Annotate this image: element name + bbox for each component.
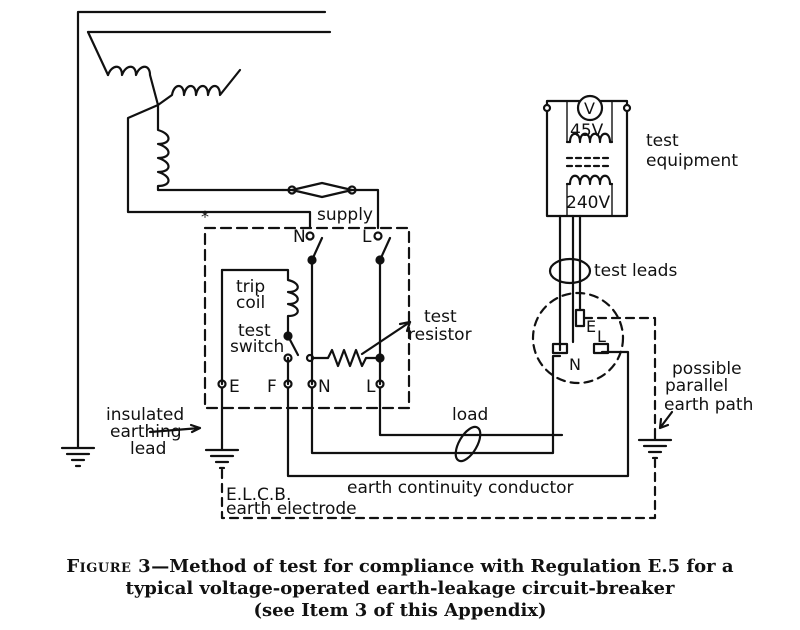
test-resistor — [305, 320, 412, 368]
figure-caption: Figure 3—Method of test for compliance w… — [0, 556, 800, 622]
label-insulated-1: insulated — [106, 405, 184, 425]
label-n-top: N — [293, 227, 306, 247]
elcb-main-contacts — [305, 231, 392, 386]
caption-line-3: (see Item 3 of this Appendix) — [0, 600, 800, 622]
label-earth-continuity: earth continuity conductor — [347, 478, 574, 498]
label-test-switch-2: switch — [230, 337, 284, 357]
label-l-top: L — [362, 227, 372, 247]
label-test-equipment-1: test — [646, 131, 679, 151]
elcb-terminals — [217, 350, 630, 478]
label-test-switch-1: test — [238, 321, 271, 341]
label-test-resistor-1: test — [424, 307, 457, 327]
label-term-f: F — [267, 377, 277, 397]
load-symbol — [454, 425, 482, 463]
label-socket-e: E — [586, 317, 596, 336]
label-term-n: N — [318, 377, 331, 397]
label-insulated-2: earthing — [110, 422, 182, 442]
figure-number: Figure 3 — [66, 556, 152, 577]
caption-line-2: typical voltage-operated earth-leakage c… — [0, 578, 800, 600]
label-asterisk: * — [201, 207, 209, 226]
label-240v: 240V — [566, 193, 610, 213]
caption-line-3-text: (see Item 3 of this Appendix) — [253, 600, 547, 621]
socket-outlet — [531, 291, 657, 436]
label-load: load — [452, 405, 488, 425]
label-earth-electrode: earth electrode — [226, 499, 357, 519]
label-test-equipment-2: equipment — [646, 151, 738, 171]
caption-line-1-text: —Method of test for compliance with Regu… — [151, 556, 734, 577]
label-trip-coil-2: coil — [236, 293, 265, 313]
circuit-diagram: test equipment V 45V 240V supply * N L t… — [60, 10, 753, 520]
label-term-e: E — [229, 377, 240, 397]
label-test-resistor-2: resistor — [408, 325, 472, 345]
label-45v: 45V — [570, 121, 604, 141]
label-possible-2: parallel — [665, 376, 728, 396]
label-possible-3: earth path — [664, 395, 753, 415]
label-socket-l: L — [597, 327, 606, 346]
label-test-leads: test leads — [594, 261, 677, 281]
label-possible-1: possible — [672, 359, 742, 379]
label-elcb: E.L.C.B. — [226, 485, 291, 505]
label-term-l: L — [366, 377, 376, 397]
supply-transformer — [76, 10, 380, 442]
leader-arrows — [148, 410, 674, 434]
label-trip-coil-1: trip — [236, 277, 265, 297]
label-supply: supply — [317, 205, 373, 225]
test-equipment — [542, 94, 632, 352]
label-socket-n: N — [569, 355, 581, 374]
label-insulated-3: lead — [130, 439, 166, 459]
caption-line-1: Figure 3—Method of test for compliance w… — [0, 556, 800, 578]
test-leads-symbol — [548, 257, 592, 285]
caption-line-2-text: typical voltage-operated earth-leakage c… — [125, 578, 675, 599]
elcb-enclosure — [203, 226, 411, 410]
earth-electrodes — [60, 432, 673, 520]
label-voltmeter: V — [584, 99, 595, 118]
